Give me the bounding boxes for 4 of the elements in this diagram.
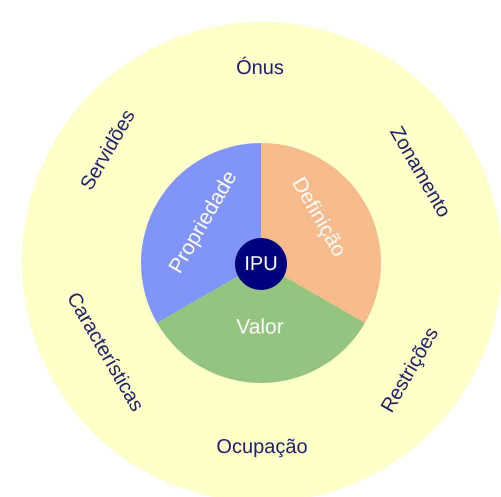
segment-label: Valor — [236, 316, 284, 338]
ring-label: Ocupação — [216, 437, 308, 457]
ring-label: Ónus — [236, 58, 284, 78]
center-label: IPU — [244, 254, 278, 274]
